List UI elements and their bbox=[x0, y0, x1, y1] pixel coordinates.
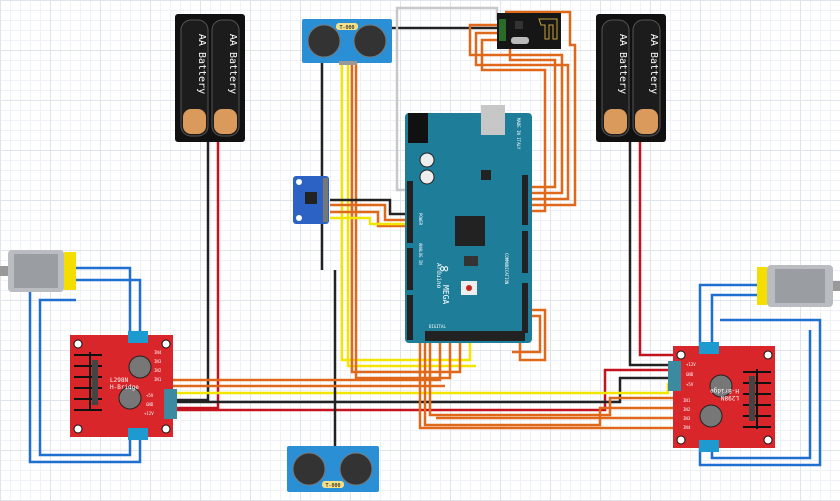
pin-label-in4: IN4 bbox=[154, 350, 162, 355]
pin-label-5v: +5V bbox=[146, 393, 154, 398]
ultrasonic-label: T-000 bbox=[325, 483, 340, 489]
pin-label-gnd: GND bbox=[686, 372, 694, 377]
ultrasonic-sensor-top[interactable]: T-000 bbox=[302, 19, 392, 65]
wire[interactable] bbox=[423, 330, 678, 427]
hbridge-name: L298N bbox=[110, 377, 128, 384]
wire[interactable] bbox=[480, 38, 547, 213]
dc-motor-right[interactable] bbox=[757, 265, 840, 307]
wire[interactable] bbox=[173, 142, 220, 410]
wire[interactable] bbox=[330, 198, 405, 216]
ultrasonic-label: T-000 bbox=[339, 25, 354, 31]
l298n-hbridge-right[interactable]: L298N H-Bridge +12V GND +5V IN1 IN2 IN3 … bbox=[668, 342, 775, 452]
pin-label-in3: IN3 bbox=[683, 416, 691, 421]
battery-label: AA Battery bbox=[227, 34, 238, 94]
wire[interactable] bbox=[173, 330, 442, 382]
nrf24-radio-module[interactable] bbox=[497, 13, 561, 49]
wire[interactable] bbox=[474, 31, 570, 201]
wire[interactable] bbox=[346, 62, 476, 368]
pin-label-12v: +12V bbox=[144, 411, 154, 416]
wire[interactable] bbox=[505, 10, 577, 207]
wire[interactable] bbox=[395, 6, 499, 192]
wire[interactable] bbox=[330, 216, 405, 226]
battery-label: AA Battery bbox=[617, 34, 628, 94]
pin-label-in4: IN4 bbox=[683, 425, 691, 430]
wire[interactable] bbox=[710, 293, 757, 346]
dc-motor-left[interactable] bbox=[0, 250, 76, 292]
wire[interactable] bbox=[508, 30, 557, 189]
arduino-brand: Arduino bbox=[435, 263, 442, 289]
l298n-hbridge-left[interactable]: L298N H-Bridge IN4 IN3 IN2 IN1 +5V GND +… bbox=[70, 331, 177, 440]
battery-pack-right[interactable]: AA Battery AA Battery bbox=[596, 14, 666, 142]
analog-label: ANALOG IN bbox=[418, 243, 423, 265]
pin-label-in3: IN3 bbox=[154, 359, 162, 364]
pin-label-gnd: GND bbox=[146, 402, 154, 407]
wire[interactable] bbox=[28, 290, 142, 464]
wire[interactable] bbox=[173, 368, 678, 412]
wire[interactable] bbox=[698, 283, 757, 346]
wire[interactable] bbox=[428, 330, 678, 417]
wire[interactable] bbox=[710, 330, 812, 460]
pin-label-12v: +12V bbox=[686, 362, 696, 367]
hbridge-name: L298N bbox=[721, 394, 739, 401]
pin-label-5v: +5V bbox=[686, 382, 694, 387]
pin-label-in1: IN1 bbox=[154, 377, 162, 382]
wire[interactable] bbox=[418, 330, 678, 430]
wire[interactable] bbox=[512, 314, 542, 354]
wire[interactable] bbox=[628, 142, 678, 367]
wire[interactable] bbox=[173, 142, 210, 402]
wires bbox=[28, 6, 822, 467]
wire[interactable] bbox=[330, 210, 405, 228]
arduino-logo: ∞ bbox=[440, 261, 449, 277]
arduino-mega-board[interactable]: ∞ Arduino MEGA MADE IN ITALY DIGITAL POW… bbox=[405, 105, 532, 343]
communication-label: COMMUNICATION bbox=[504, 253, 509, 285]
gyro-accelerometer-module[interactable] bbox=[293, 176, 329, 224]
made-in-italy: MADE IN ITALY bbox=[516, 118, 521, 150]
wire[interactable] bbox=[468, 23, 564, 195]
hbridge-sub: H-Bridge bbox=[110, 384, 139, 391]
pin-label-in2: IN2 bbox=[154, 368, 162, 373]
wire[interactable] bbox=[330, 203, 405, 222]
arduino-mega-label: MEGA bbox=[441, 285, 450, 304]
pin-label-in2: IN2 bbox=[683, 407, 691, 412]
ultrasonic-sensor-bottom[interactable]: T-000 bbox=[287, 446, 379, 492]
digital-label: DIGITAL bbox=[429, 324, 446, 329]
battery-pack-left[interactable]: AA Battery AA Battery bbox=[175, 14, 245, 142]
battery-label: AA Battery bbox=[648, 34, 659, 94]
battery-label: AA Battery bbox=[196, 34, 207, 94]
wire[interactable] bbox=[76, 266, 132, 335]
wire[interactable] bbox=[76, 278, 142, 335]
wire[interactable] bbox=[173, 376, 678, 404]
wire[interactable] bbox=[518, 308, 547, 362]
wire[interactable] bbox=[354, 62, 452, 380]
hbridge-sub: H-Bridge bbox=[710, 387, 739, 394]
pin-label-in1: IN1 bbox=[683, 398, 691, 403]
wire[interactable] bbox=[698, 318, 822, 467]
power-label: POWER bbox=[418, 213, 423, 226]
wire[interactable] bbox=[38, 298, 132, 457]
wire[interactable] bbox=[638, 142, 678, 357]
